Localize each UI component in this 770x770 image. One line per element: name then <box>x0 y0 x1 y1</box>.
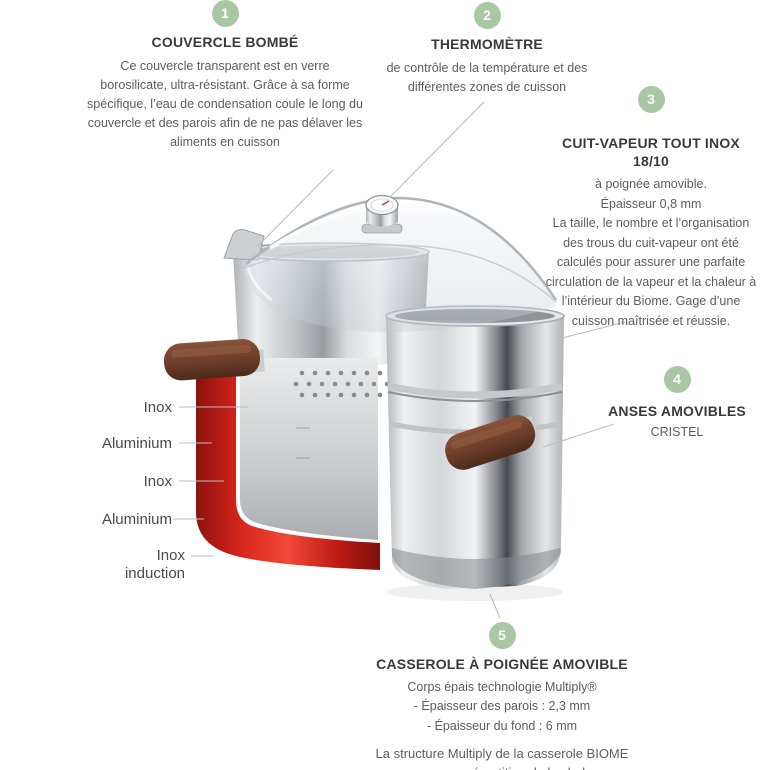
callout-thermometre: 2 THERMOMÈTRE de contrôle de la températ… <box>372 2 602 97</box>
left-handle <box>163 339 261 381</box>
thermometer-knob <box>361 194 403 234</box>
callout-casserole: 5 CASSEROLE À POIGNÉE AMOVIBLE Corps épa… <box>352 622 652 770</box>
layer-label-inox-induction: Inox induction <box>124 547 185 582</box>
casserole-line1: Corps épais technologie Multiply® <box>407 679 597 694</box>
step-badge-2: 2 <box>473 2 501 29</box>
step-badge-1: 1 <box>211 0 239 27</box>
leader-anses <box>542 423 615 448</box>
steamer-holes <box>293 370 390 398</box>
cuit-vapeur-body: La taille, le nombre et l’organisation d… <box>545 216 757 328</box>
layer-label-aluminium-1: Aluminium <box>101 435 172 452</box>
casserole-note-clipped: assure une répartition de la chaleur <box>352 763 652 770</box>
leader-thermometre <box>389 101 485 198</box>
casserole-note: La structure Multiply de la casserole BI… <box>375 746 629 761</box>
step-badge-5: 5 <box>488 622 516 649</box>
layer-label-aluminium-2: Aluminium <box>101 511 172 528</box>
couvercle-body: Ce couvercle transparent est en verre bo… <box>87 58 363 149</box>
thermometre-body: de contrôle de la température et des dif… <box>386 60 588 94</box>
left-handle-assembly <box>163 339 265 381</box>
step-badge-3: 3 <box>637 86 665 113</box>
callout-anses: 4 ANSES AMOVIBLES CRISTEL <box>577 366 770 442</box>
step-badge-4: 4 <box>663 366 691 393</box>
leader-cuit-vapeur <box>561 321 626 339</box>
couvercle-title: COUVERCLE BOMBÉ <box>151 34 299 50</box>
right-handle-assembly <box>445 415 540 470</box>
red-layer <box>196 358 380 570</box>
cuit-vapeur-line1: à poignée amovible. <box>595 177 707 191</box>
thermometre-title: THERMOMÈTRE <box>431 36 543 52</box>
anses-title: ANSES AMOVIBLES <box>608 403 746 419</box>
leader-couvercle <box>257 169 334 247</box>
multiply-cutaway <box>196 358 380 570</box>
leader-casserole <box>489 593 501 619</box>
cuit-vapeur-title: CUIT-VAPEUR TOUT INOX 18/10 <box>562 135 740 169</box>
layer-label-inox-mid: Inox <box>143 473 172 490</box>
callout-couvercle: 1 COUVERCLE BOMBÉ Ce couvercle transpare… <box>86 0 364 152</box>
right-handle <box>445 415 536 470</box>
casserole-title: CASSEROLE À POIGNÉE AMOVIBLE <box>376 656 628 672</box>
casserole-line2: - Épaisseur des parois : 2,3 mm <box>413 699 591 713</box>
anses-brand: CRISTEL <box>650 424 704 439</box>
cuit-vapeur-line2: Épaisseur 0,8 mm <box>600 196 702 211</box>
lid-bracket <box>223 229 265 261</box>
casserole-line3: - Épaisseur du fond : 6 mm <box>426 718 578 733</box>
callout-cuit-vapeur: 3 CUIT-VAPEUR TOUT INOX 18/10 à poignée … <box>542 86 760 331</box>
layer-label-inox-top: Inox <box>143 399 172 416</box>
ground-shadow <box>387 583 563 601</box>
glass-lid <box>243 196 558 333</box>
leader-lines <box>173 101 626 619</box>
